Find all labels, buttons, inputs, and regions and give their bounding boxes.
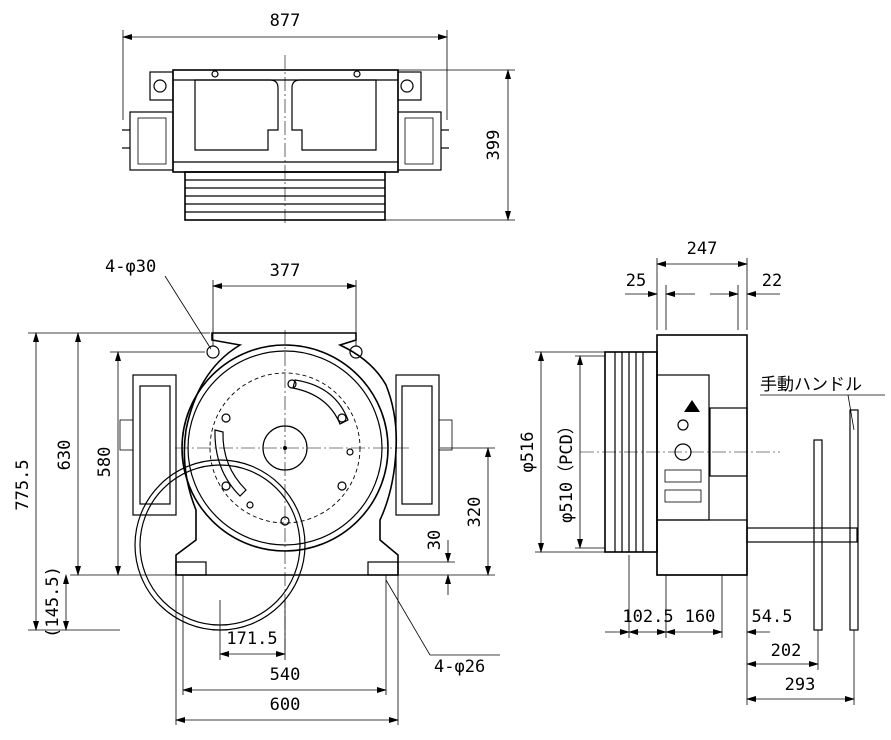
dim-377: 377: [270, 261, 301, 281]
side-view: 247 25 22 φ516 φ510（PCD） 102.5 160 54.5 …: [518, 239, 885, 705]
dim-600: 600: [270, 695, 301, 715]
front-view: 4-φ30 377 775.5 630 580 (145.5) 320 30 1…: [13, 257, 500, 725]
dim-775: 775.5: [13, 459, 33, 510]
dim-54: 54.5: [752, 607, 793, 627]
dim-22: 22: [762, 271, 782, 291]
dim-202: 202: [771, 641, 802, 661]
dim-516: φ516: [518, 432, 538, 473]
dim-145: (145.5): [43, 566, 63, 638]
dim-247: 247: [687, 239, 718, 259]
dim-171: 171.5: [226, 629, 277, 649]
dim-540: 540: [270, 665, 301, 685]
dim-320: 320: [465, 497, 485, 528]
dim-399: 399: [484, 130, 504, 161]
dim-102: 102.5: [622, 607, 673, 627]
dim-25: 25: [626, 271, 646, 291]
dim-877: 877: [270, 11, 301, 31]
dim-pcd: φ510（PCD）: [557, 417, 577, 523]
dim-293: 293: [785, 675, 816, 695]
hole-top-label: 4-φ30: [105, 257, 156, 277]
top-view: 877 399: [122, 11, 515, 225]
dim-30: 30: [425, 530, 445, 550]
handle-label: 手動ハンドル: [760, 375, 862, 395]
hole-bottom-label: 4-φ26: [434, 657, 485, 677]
dim-580: 580: [95, 447, 115, 478]
dim-160: 160: [685, 607, 716, 627]
dim-630: 630: [55, 440, 75, 471]
